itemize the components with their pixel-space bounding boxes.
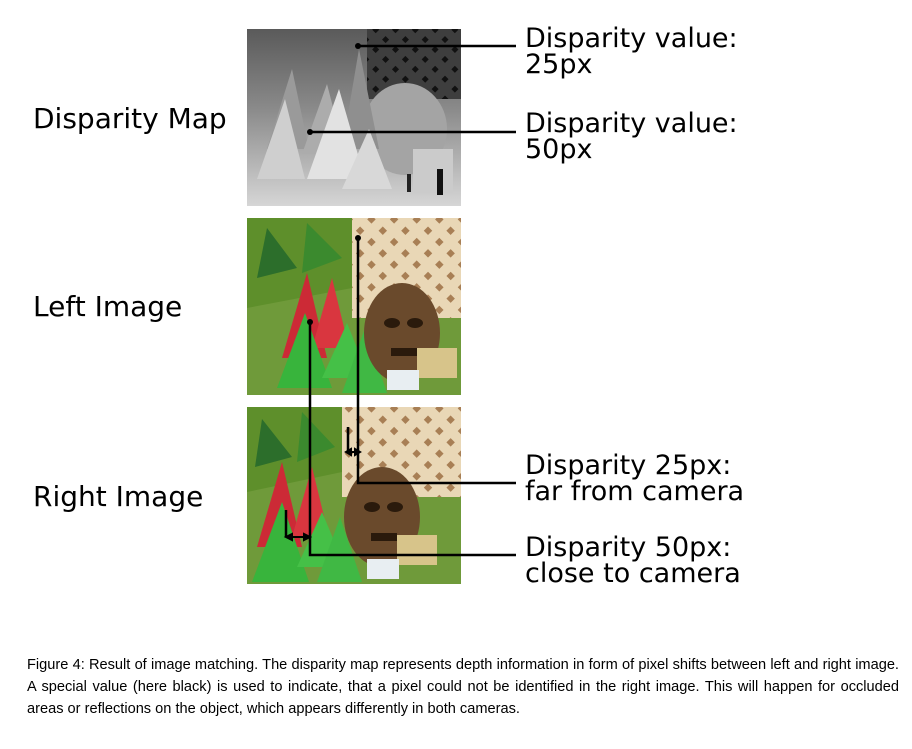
annotation-disparity-value-50: Disparity value:50px	[525, 108, 738, 165]
point-marker	[355, 43, 361, 49]
annotation-line1: Disparity value:	[525, 108, 738, 139]
annotation-line2: close to camera	[525, 558, 741, 589]
annotation-disparity-50-close: Disparity 50px:close to camera	[525, 532, 741, 589]
point-marker	[307, 129, 313, 135]
figure-caption: Figure 4: Result of image matching. The …	[27, 657, 899, 717]
connector-far-path	[356, 238, 516, 485]
row-label-right-image: Right Image	[33, 480, 204, 513]
annotation-disparity-value-25: Disparity value:25px	[525, 23, 738, 80]
point-marker	[307, 319, 313, 325]
row-label-disparity-map: Disparity Map	[33, 102, 227, 135]
left-image-photo	[247, 218, 461, 395]
shift-arrow-50px	[283, 532, 313, 542]
annotation-disparity-25-far: Disparity 25px:far from camera	[525, 450, 745, 507]
annotation-line1: Disparity 50px:	[525, 532, 732, 563]
annotation-line1: Disparity value:	[525, 23, 738, 54]
annotation-line2: 50px	[525, 134, 593, 165]
annotation-line2: 25px	[525, 49, 593, 80]
disparity-map-image	[247, 29, 461, 206]
annotation-line1: Disparity 25px:	[525, 450, 732, 481]
shift-arrow-25px	[344, 447, 362, 457]
point-marker	[355, 235, 361, 241]
connector-close-path	[308, 322, 516, 557]
annotation-line2: far from camera	[525, 476, 745, 507]
row-label-left-image: Left Image	[33, 290, 183, 323]
